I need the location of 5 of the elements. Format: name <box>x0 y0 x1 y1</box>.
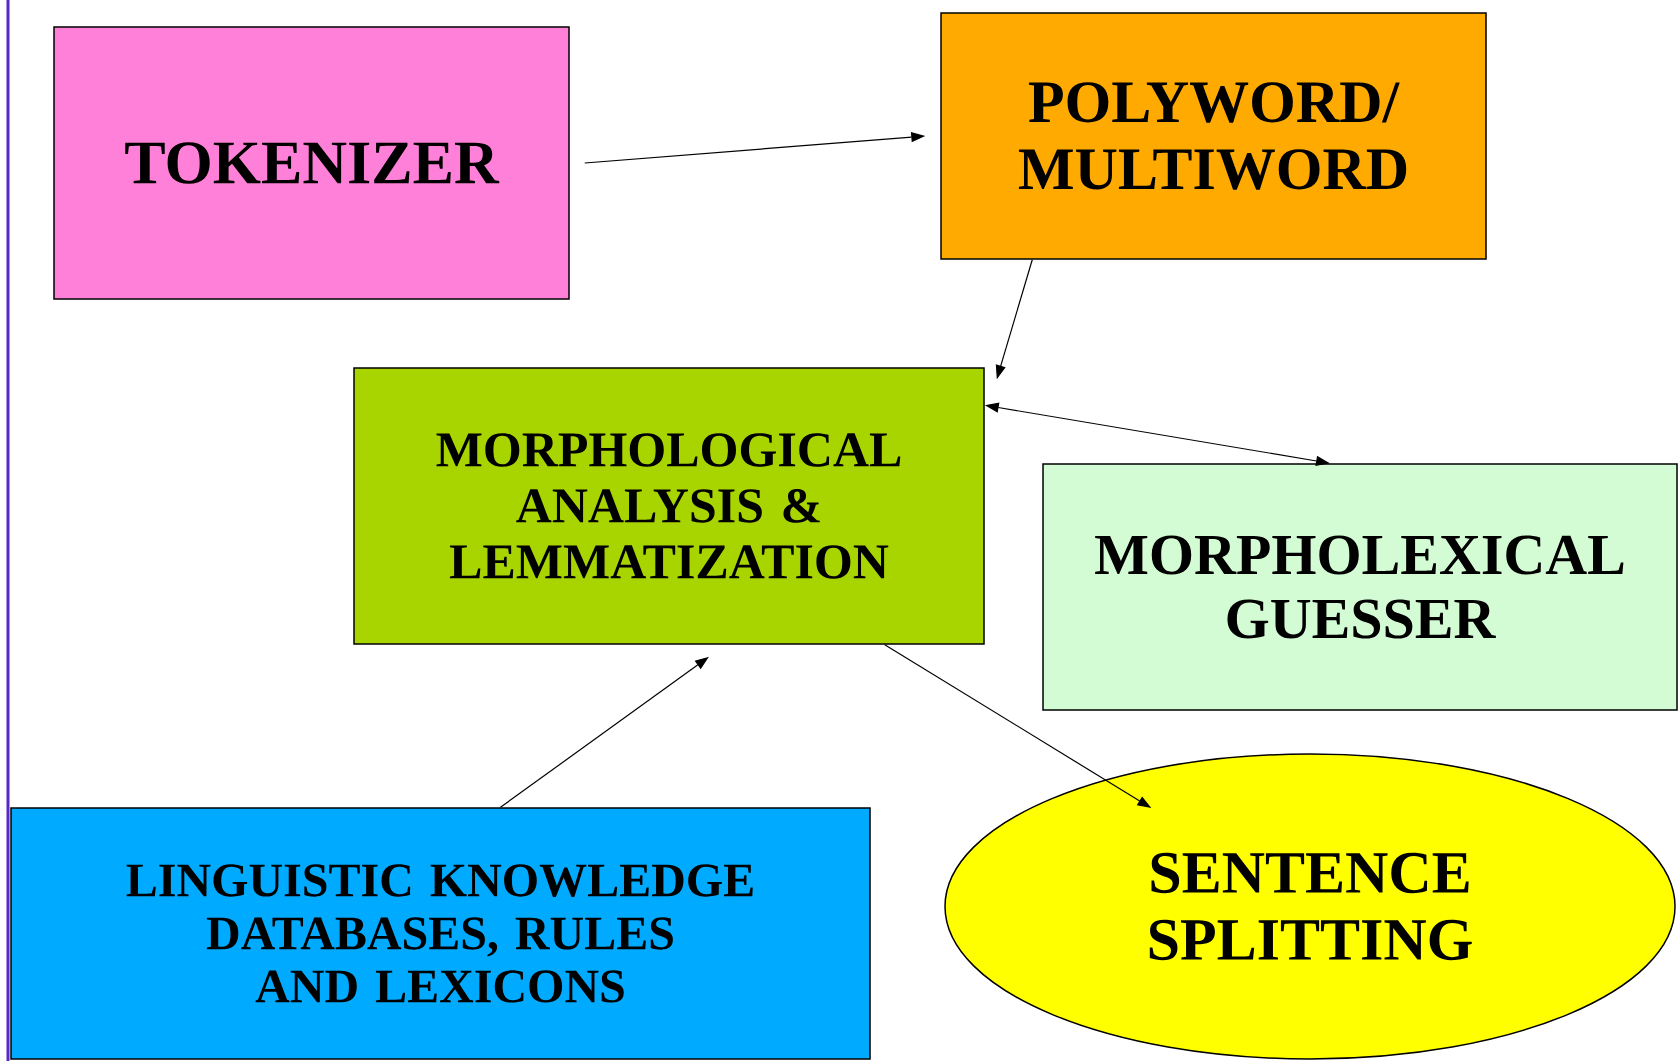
process-box: POLYWORD/ MULTIWORD <box>940 12 1487 260</box>
process-box: MORPHOLEXICAL GUESSER <box>1042 463 1678 711</box>
process-box: MORPHOLOGICAL ANALYSIS & LEMMATIZATION <box>353 367 985 645</box>
process-box: LINGUISTIC KNOWLEDGE DATABASES, RULES AND LEXICONS <box>10 807 871 1060</box>
process-box: TOKENIZER <box>53 26 570 300</box>
